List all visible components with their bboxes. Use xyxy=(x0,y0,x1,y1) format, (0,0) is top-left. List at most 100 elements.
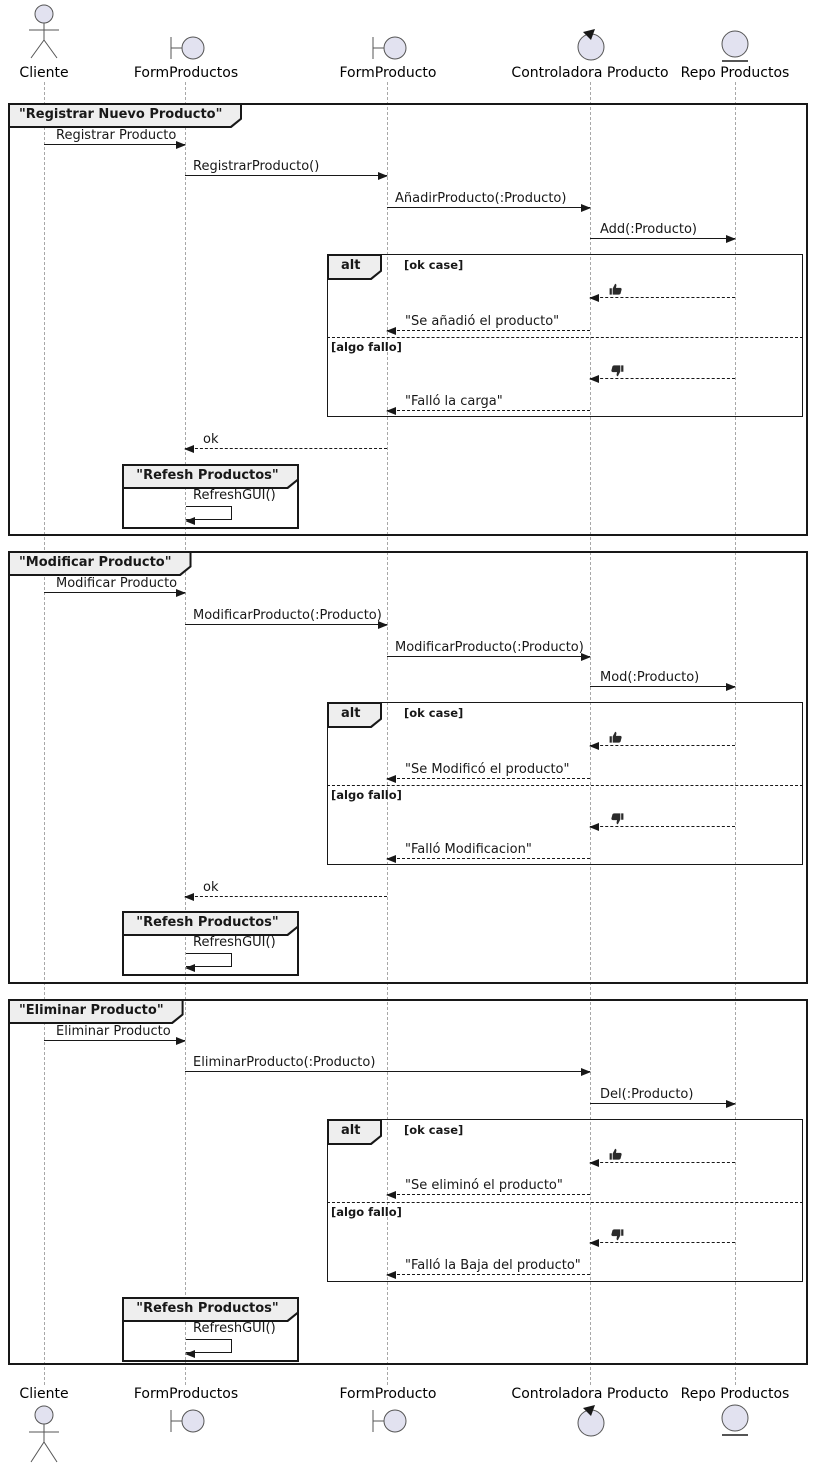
message-registrarproducto: RegistrarProducto() xyxy=(185,155,388,180)
arrowhead-icon xyxy=(581,204,591,212)
guard-ok-case: [ok case] xyxy=(404,258,464,272)
return-fail-signal xyxy=(589,358,735,383)
message-del-producto: Del(:Producto) xyxy=(590,1083,736,1108)
alt-tab: alt xyxy=(327,1119,382,1145)
message-add-producto: Add(:Producto) xyxy=(590,218,736,243)
frame-title-tab: "Refesh Productos" xyxy=(122,911,299,936)
message-modificarproducto-2: ModificarProducto(:Producto) xyxy=(387,636,591,661)
participant-label-formproducto: FormProducto xyxy=(339,65,437,81)
arrowhead-icon xyxy=(581,653,591,661)
arrowhead-icon xyxy=(176,589,186,597)
lifeline-repo-productos xyxy=(735,82,736,1385)
guard-algo-fallo: [algo fallo] xyxy=(331,340,402,354)
participant-label-formproductos-bottom: FormProductos xyxy=(133,1386,239,1402)
message-eliminarproducto: EliminarProducto(:Producto) xyxy=(185,1051,591,1076)
arrowhead-icon xyxy=(386,327,396,335)
entity-icon xyxy=(719,1402,751,1440)
lifeline-formproductos xyxy=(185,82,186,1385)
message-modificar-producto: Modificar Producto xyxy=(44,572,186,597)
arrowhead-icon xyxy=(589,823,599,831)
boundary-icon xyxy=(369,1406,407,1436)
arrowhead-icon xyxy=(184,893,194,901)
reply-fallo-modificacion: "Falló Modificacion" xyxy=(386,838,590,863)
frame-title: "Modificar Producto" xyxy=(10,553,190,574)
self-message-label: RefreshGUI() xyxy=(193,935,276,950)
arrowhead-icon xyxy=(386,407,396,415)
participant-label-repo-bottom: Repo Productos xyxy=(680,1386,790,1402)
arrowhead-icon xyxy=(378,621,388,629)
thumbs-down-icon xyxy=(608,810,625,827)
return-ok-signal xyxy=(589,725,735,750)
alt-tab: alt xyxy=(327,702,382,728)
reply-se-elimino: "Se eliminó el producto" xyxy=(386,1174,590,1199)
frame-eliminar-producto xyxy=(8,999,808,1365)
boundary-icon xyxy=(167,1406,205,1436)
arrowhead-icon xyxy=(386,1191,396,1199)
boundary-icon xyxy=(167,33,205,63)
arrowhead-icon xyxy=(184,445,194,453)
arrowhead-icon xyxy=(589,742,599,750)
frame-title: "Registrar Nuevo Producto" xyxy=(10,105,240,126)
thumbs-down-icon xyxy=(608,1226,625,1243)
arrowhead-icon xyxy=(589,1239,599,1247)
actor-icon xyxy=(24,1404,64,1466)
frame-title-tab: "Eliminar Producto" xyxy=(8,999,184,1024)
arrowhead-icon xyxy=(726,235,736,243)
thumbs-up-icon xyxy=(608,1146,625,1163)
guard-algo-fallo: [algo fallo] xyxy=(331,1205,402,1219)
boundary-icon xyxy=(369,33,407,63)
frame-title-tab: "Registrar Nuevo Producto" xyxy=(8,103,242,128)
message-modificarproducto-1: ModificarProducto(:Producto) xyxy=(185,604,388,629)
arrowhead-icon xyxy=(726,683,736,691)
participant-label-formproducto-bottom: FormProducto xyxy=(339,1386,437,1402)
return-ok: ok xyxy=(184,876,387,901)
arrowhead-icon xyxy=(386,855,396,863)
arrowhead-icon xyxy=(726,1100,736,1108)
alt-label: alt xyxy=(329,256,380,278)
arrowhead-icon xyxy=(589,375,599,383)
arrowhead-icon xyxy=(386,775,396,783)
guard-algo-fallo: [algo fallo] xyxy=(331,788,402,802)
return-ok: ok xyxy=(184,428,387,453)
frame-title: "Refesh Productos" xyxy=(124,913,297,934)
frame-title-tab: "Refesh Productos" xyxy=(122,1297,299,1322)
participant-label-repo: Repo Productos xyxy=(680,65,790,81)
lifeline-controladora-producto xyxy=(590,82,591,1385)
return-ok-signal xyxy=(589,1142,735,1167)
lifeline-formproducto xyxy=(387,82,388,1385)
alt-divider xyxy=(327,1202,803,1203)
message-anadirproducto: AñadirProducto(:Producto) xyxy=(387,187,591,212)
frame-title: "Refesh Productos" xyxy=(124,466,297,487)
return-ok-signal xyxy=(589,277,735,302)
alt-divider xyxy=(327,337,803,338)
arrowhead-icon xyxy=(176,141,186,149)
participant-label-controladora-bottom: Controladora Producto xyxy=(511,1386,669,1402)
arrowhead-icon xyxy=(589,1159,599,1167)
thumbs-down-icon xyxy=(608,362,625,379)
alt-label: alt xyxy=(329,704,380,726)
reply-se-modifico: "Se Modificó el producto" xyxy=(386,758,590,783)
self-message-label: RefreshGUI() xyxy=(193,488,276,503)
self-message-arrow xyxy=(185,953,232,972)
message-eliminar-producto: Eliminar Producto xyxy=(44,1020,186,1045)
frame-title-tab: "Modificar Producto" xyxy=(8,551,192,576)
frame-registrar-nuevo-producto xyxy=(8,103,808,536)
actor-icon xyxy=(24,3,64,61)
frame-title: "Eliminar Producto" xyxy=(10,1001,182,1022)
alt-fragment xyxy=(327,254,803,417)
message-registrar-producto: Registrar Producto xyxy=(44,124,186,149)
entity-icon xyxy=(719,28,751,66)
guard-ok-case: [ok case] xyxy=(404,1123,464,1137)
reply-fallo-baja: "Falló la Baja del producto" xyxy=(386,1254,590,1279)
arrowhead-icon xyxy=(176,1037,186,1045)
participant-label-cliente-bottom: Cliente xyxy=(19,1386,69,1402)
lifeline-cliente xyxy=(44,82,45,1385)
participant-label-cliente: Cliente xyxy=(19,65,69,81)
alt-fragment xyxy=(327,1119,803,1282)
guard-ok-case: [ok case] xyxy=(404,706,464,720)
return-fail-signal xyxy=(589,806,735,831)
arrowhead-icon xyxy=(589,294,599,302)
self-message-arrow xyxy=(185,506,232,525)
return-fail-signal xyxy=(589,1222,735,1247)
